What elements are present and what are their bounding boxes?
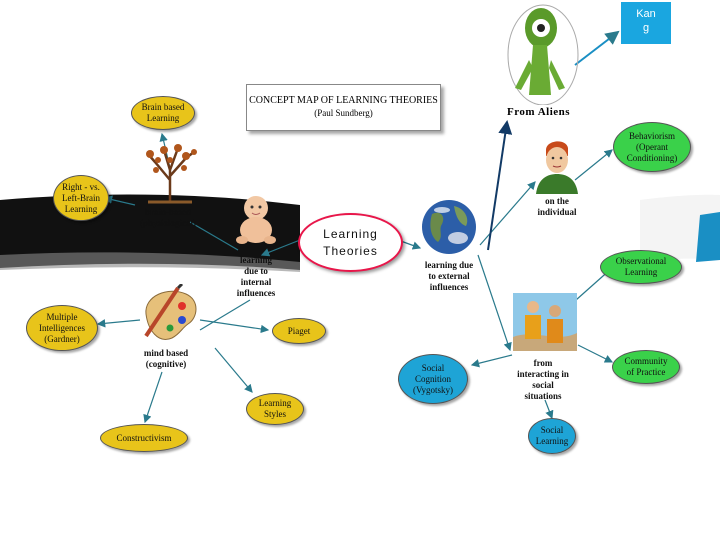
center-line-1: Learning bbox=[323, 226, 378, 241]
alien-icon bbox=[507, 4, 579, 105]
label-external: learning due to external influences bbox=[424, 260, 474, 292]
label-brain-physiological: brain-based (physiological) bbox=[139, 207, 196, 228]
node-learning-styles: Learning Styles bbox=[246, 393, 304, 425]
label-individual: on the individual bbox=[537, 196, 577, 217]
node-observational: Observational Learning bbox=[600, 250, 682, 284]
label-internal: learning due to internal influences bbox=[236, 255, 276, 298]
node-social-learning: Social Learning bbox=[528, 418, 576, 454]
center-node: Learning Theories bbox=[298, 213, 403, 272]
map-title: CONCEPT MAP OF LEARNING THEORIES bbox=[249, 95, 438, 106]
node-piaget: Piaget bbox=[272, 318, 326, 344]
center-line-2: Theories bbox=[323, 243, 378, 258]
globe-icon bbox=[422, 200, 476, 254]
node-constructivism: Constructivism bbox=[100, 424, 188, 452]
title-box: CONCEPT MAP OF LEARNING THEORIES (Paul S… bbox=[246, 84, 441, 131]
label-social-situations: from interacting in social situations bbox=[517, 358, 569, 401]
node-social-cognition: Social Cognition (Vygotsky) bbox=[398, 354, 468, 404]
node-multiple-intelligences: Multiple Intelligences (Gardner) bbox=[26, 305, 98, 351]
palette-icon bbox=[144, 284, 197, 340]
node-community-practice: Community of Practice bbox=[612, 350, 680, 384]
tree-icon bbox=[146, 144, 197, 204]
corner-label: Kan g bbox=[621, 2, 671, 44]
aliens-label: From Aliens bbox=[507, 106, 571, 118]
baby-icon bbox=[236, 196, 276, 244]
node-behaviorism: Behaviorism (Operant Conditioning) bbox=[613, 122, 691, 172]
label-mind-cognitive: mind based (cognitive) bbox=[143, 348, 189, 369]
people-icon bbox=[513, 293, 577, 351]
map-author: (Paul Sundberg) bbox=[314, 108, 373, 118]
node-brain-based-learning: Brain based Learning bbox=[131, 96, 195, 130]
node-right-left-brain: Right - vs. Left-Brain Learning bbox=[53, 175, 109, 221]
man-icon bbox=[536, 141, 578, 194]
